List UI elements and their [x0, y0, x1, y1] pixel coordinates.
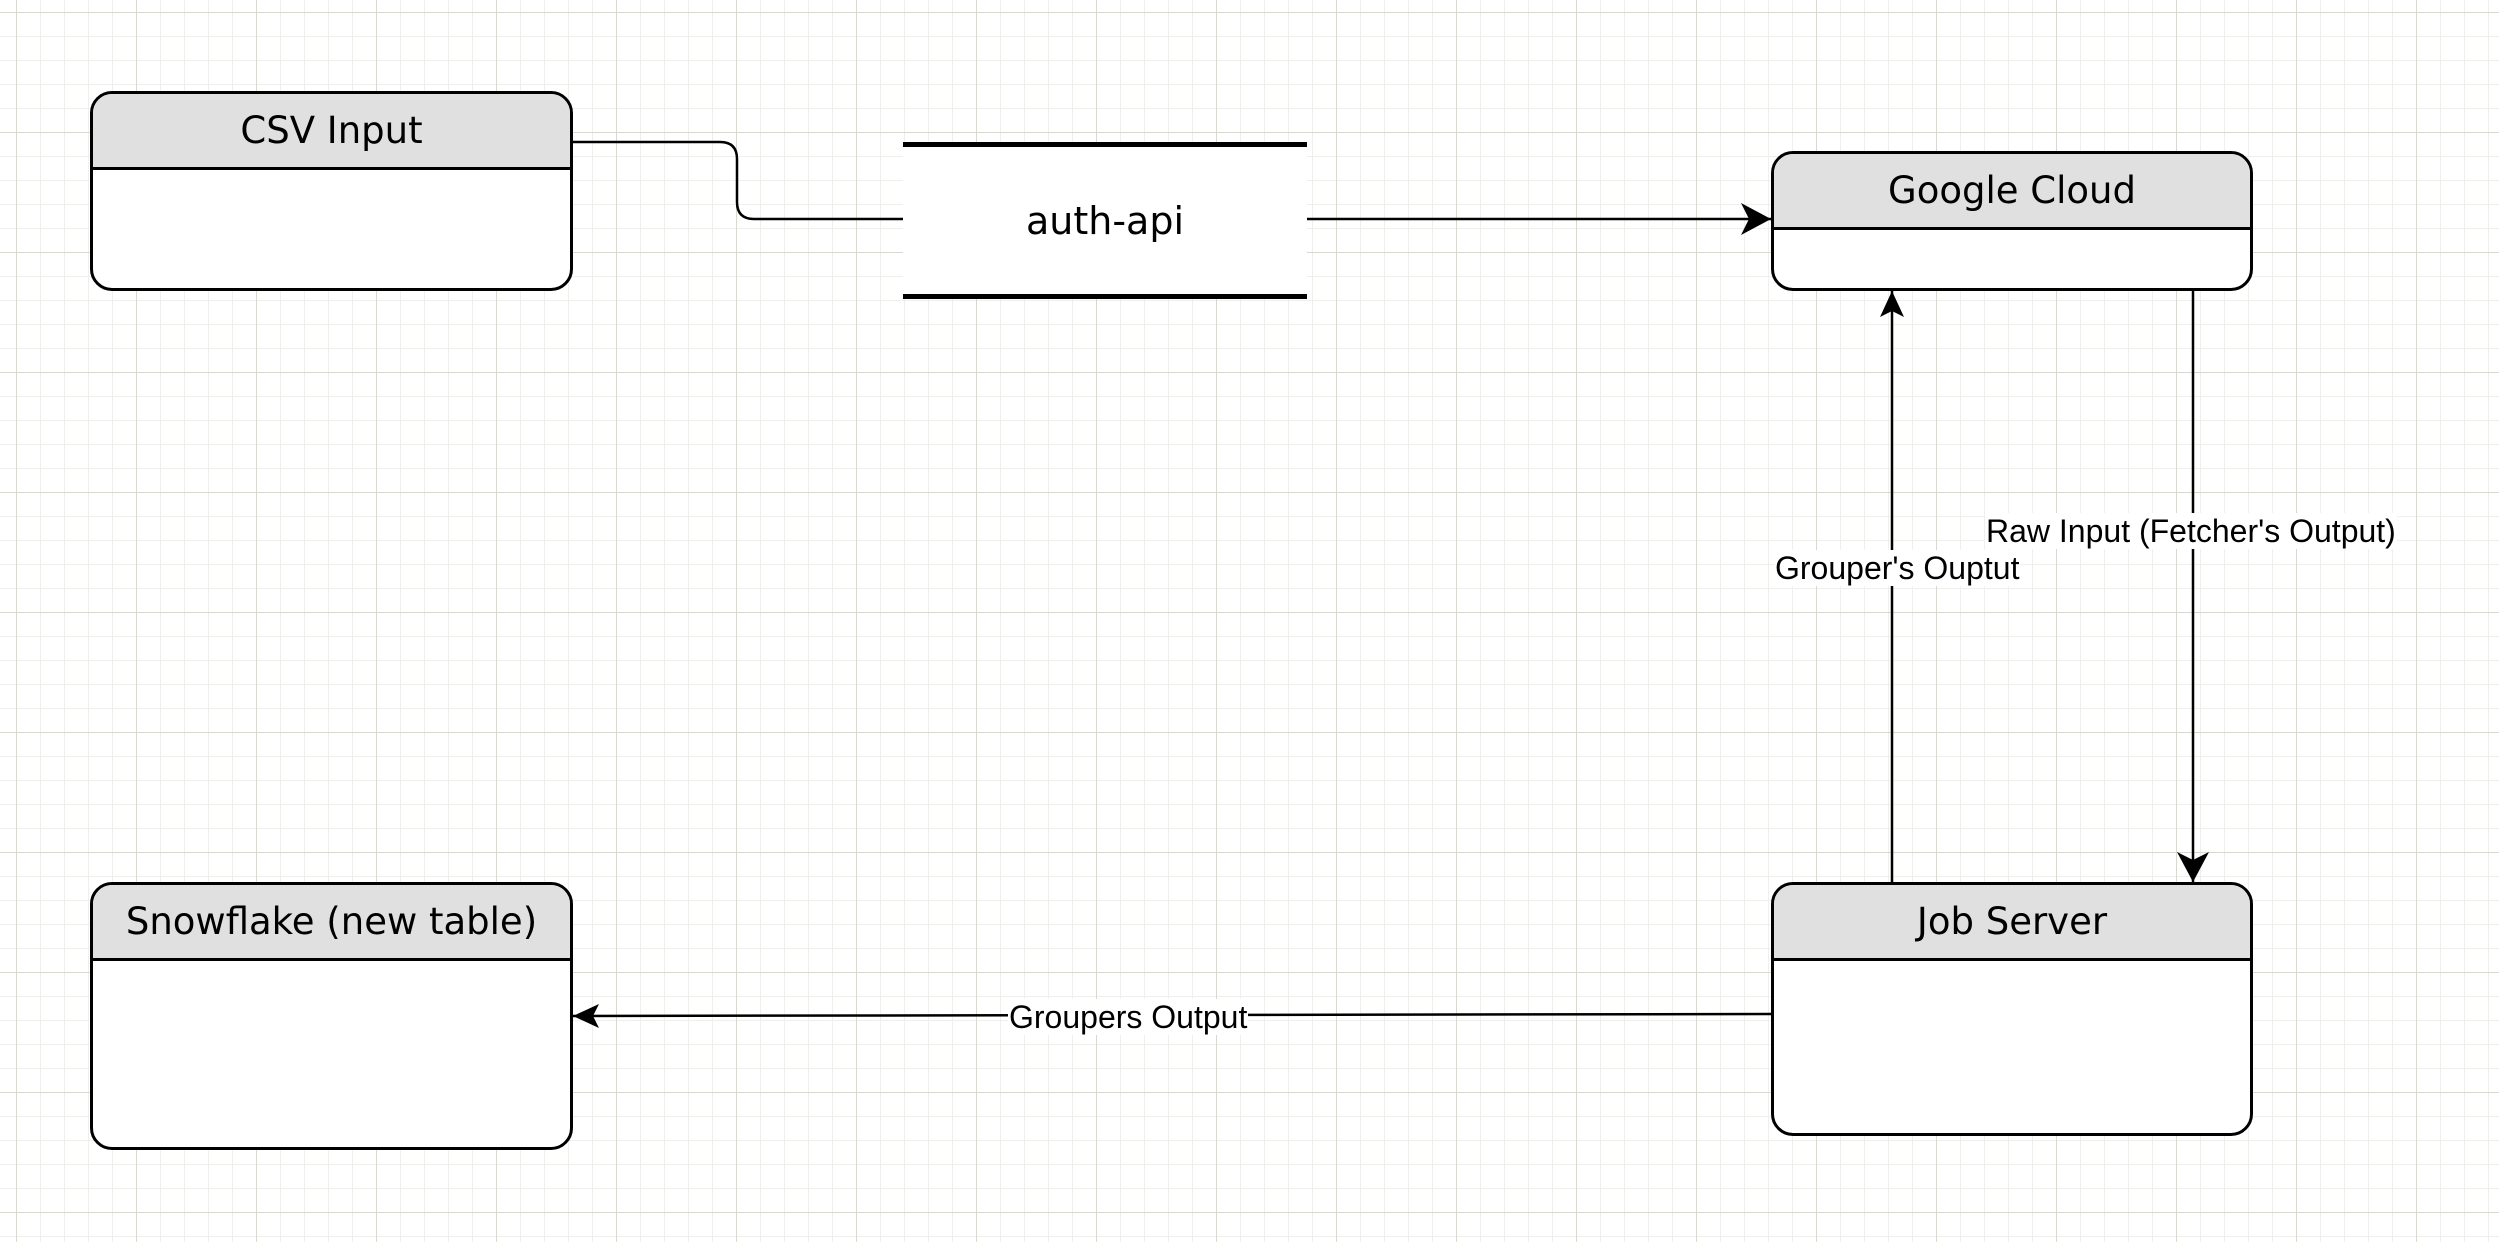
edge-label-groupers-output-up: Grouper's Ouptut: [1774, 550, 2021, 586]
node-google-cloud[interactable]: Google Cloud: [1771, 151, 2253, 291]
arrowhead-snowflake-right: [573, 1004, 599, 1028]
arrowhead-google-cloud-left: [1741, 203, 1771, 235]
node-snowflake[interactable]: Snowflake (new table): [90, 882, 573, 1150]
node-auth-api[interactable]: auth-api: [903, 142, 1307, 299]
node-job-server[interactable]: Job Server: [1771, 882, 2253, 1136]
node-job-server-title: Job Server: [1774, 885, 2250, 961]
node-csv-input-title: CSV Input: [93, 94, 570, 170]
edge-label-groupers-output-left: Groupers Output: [1008, 999, 1249, 1035]
arrowhead-google-cloud-bottom: [1880, 291, 1904, 317]
node-google-cloud-title: Google Cloud: [1774, 154, 2250, 230]
node-snowflake-title: Snowflake (new table): [93, 885, 570, 961]
edge-csv-to-auth[interactable]: [572, 140, 903, 221]
node-csv-input[interactable]: CSV Input: [90, 91, 573, 291]
edge-label-raw-input: Raw Input (Fetcher's Output): [1985, 513, 2397, 549]
arrowhead-job-server-top: [2177, 852, 2209, 882]
